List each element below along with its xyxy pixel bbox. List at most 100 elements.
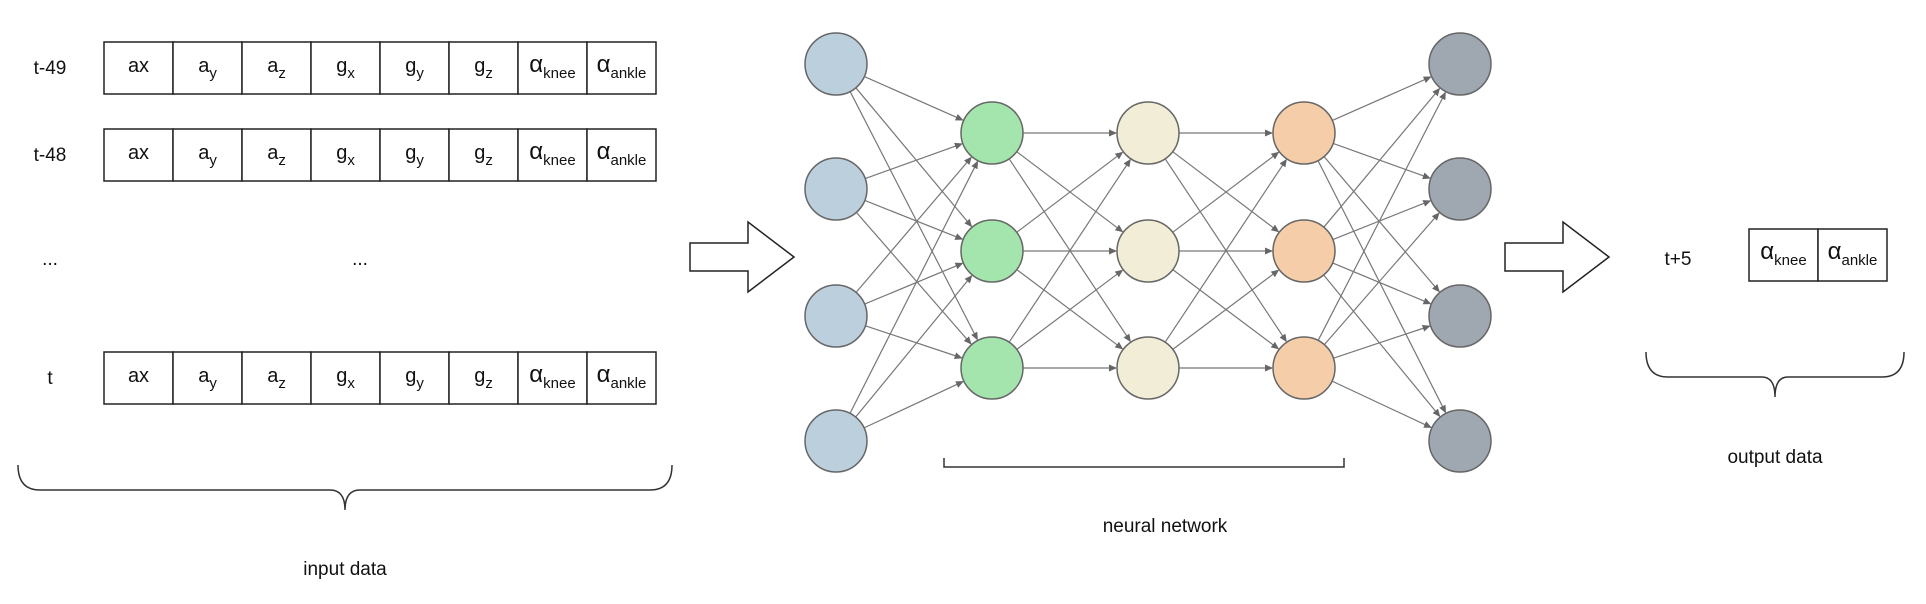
- input-cell: [586, 128, 657, 182]
- output-cell-text-base: α: [1828, 238, 1842, 265]
- ellipsis-time: ...: [42, 249, 58, 270]
- input-cell-text-base: a: [267, 365, 279, 387]
- input-cell-text-subscript: z: [278, 152, 286, 169]
- connection-arrow: [864, 75, 964, 121]
- input-cell: [241, 41, 312, 95]
- connection-arrow: [849, 160, 979, 414]
- output-brace: [1645, 351, 1905, 398]
- input-cell-text: gz: [474, 142, 493, 169]
- input-cell-text-base: g: [336, 55, 347, 77]
- input-cell-text: gz: [474, 55, 493, 82]
- input-cell-text-subscript: x: [347, 375, 355, 392]
- connection-arrow: [1317, 91, 1446, 341]
- input-cell: [310, 41, 381, 95]
- output-cell-text: αankle: [1828, 238, 1878, 269]
- connection-arrow: [863, 381, 964, 429]
- input-cell-text-base: g: [336, 142, 347, 164]
- input-cell: [586, 351, 657, 405]
- input-cell-text: αknee: [529, 361, 575, 392]
- input-cell-text-base: a: [198, 142, 210, 164]
- input-cell: [103, 41, 174, 95]
- connection-arrow: [1323, 212, 1440, 346]
- connection-arrow: [855, 211, 972, 345]
- output-cell-text-subscript: knee: [1774, 252, 1807, 269]
- input-cell-text-subscript: y: [416, 375, 424, 392]
- row-time-label: t-48: [34, 145, 67, 166]
- input-cell-text-base: α: [529, 361, 543, 388]
- input-cell-text: gy: [405, 142, 424, 169]
- input-cell-text-subscript: y: [209, 65, 217, 82]
- connection-arrow: [1172, 151, 1280, 233]
- input-cell-text-subscript: z: [485, 152, 493, 169]
- connection-arrow: [1317, 160, 1447, 414]
- row-time-label: t: [47, 368, 53, 389]
- input-cell-text-base: ax: [128, 55, 149, 77]
- connection-arrow: [1164, 158, 1287, 343]
- neuron-layer-2: [960, 336, 1024, 400]
- input-cell-text: ax: [128, 55, 149, 77]
- input-cell-text-subscript: z: [485, 375, 493, 392]
- input-cell: [517, 128, 588, 182]
- input-cell-text: ay: [198, 55, 217, 82]
- input-cell-text: ax: [128, 142, 149, 164]
- connection-arrow: [1172, 269, 1280, 350]
- connection-arrow: [1016, 151, 1124, 233]
- neuron-layer-5: [1428, 32, 1492, 96]
- connection-arrow: [1333, 325, 1431, 359]
- neuron-layer-3: [1116, 101, 1180, 165]
- output-time-label: t+5: [1665, 249, 1692, 270]
- big-arrow-input: [689, 220, 796, 294]
- neuron-layer-4: [1272, 101, 1336, 165]
- input-cell: [517, 41, 588, 95]
- input-cell-text: ay: [198, 142, 217, 169]
- input-cell: [103, 128, 174, 182]
- input-cell-text-base: a: [267, 142, 279, 164]
- output-cell-text: αknee: [1760, 238, 1806, 269]
- input-cell-text-subscript: x: [347, 65, 355, 82]
- input-cell-text: αknee: [529, 138, 575, 169]
- input-cell-text: az: [267, 142, 286, 169]
- input-cell-text-subscript: z: [278, 375, 286, 392]
- input-brace: [17, 464, 673, 511]
- neuron-layer-4: [1272, 219, 1336, 283]
- neuron-layer-5: [1428, 157, 1492, 221]
- input-cell-text-base: g: [405, 365, 416, 387]
- input-cell-text: ax: [128, 365, 149, 387]
- input-cell-text-subscript: ankle: [611, 65, 647, 82]
- input-cell-text: gx: [336, 142, 355, 169]
- input-cell-text: ay: [198, 365, 217, 392]
- input-cell-text-subscript: ankle: [611, 152, 647, 169]
- connection-arrow: [855, 156, 972, 293]
- ellipsis-cells: ...: [352, 249, 368, 270]
- network-connections: [849, 75, 1447, 429]
- input-cell: [448, 128, 519, 182]
- big-arrow-output: [1504, 220, 1611, 294]
- neuron-layer-5: [1428, 284, 1492, 348]
- neuron-layer-1: [804, 32, 868, 96]
- input-cell-text-base: α: [597, 51, 611, 78]
- connection-arrow: [865, 325, 963, 359]
- input-cell-text-base: α: [529, 138, 543, 165]
- input-cell-text-base: α: [597, 138, 611, 165]
- connection-arrow: [1332, 76, 1432, 122]
- neuron-layer-2: [960, 219, 1024, 283]
- input-cell-text-subscript: y: [416, 65, 424, 82]
- input-cell-text-subscript: y: [209, 375, 217, 392]
- input-cell: [517, 351, 588, 405]
- input-cell-text-subscript: z: [278, 65, 286, 82]
- output-cell: [1817, 228, 1888, 282]
- connection-arrow: [855, 87, 973, 228]
- input-cell-text-base: a: [198, 55, 210, 77]
- input-cell: [379, 351, 450, 405]
- neuron-layer-1: [804, 409, 868, 473]
- connection-arrow: [1332, 142, 1431, 180]
- input-cell-text-base: g: [474, 55, 485, 77]
- input-cell-text-subscript: ankle: [611, 375, 647, 392]
- input-cell-text-subscript: knee: [543, 152, 576, 169]
- connection-arrow: [864, 142, 963, 180]
- connection-arrow: [1332, 200, 1432, 241]
